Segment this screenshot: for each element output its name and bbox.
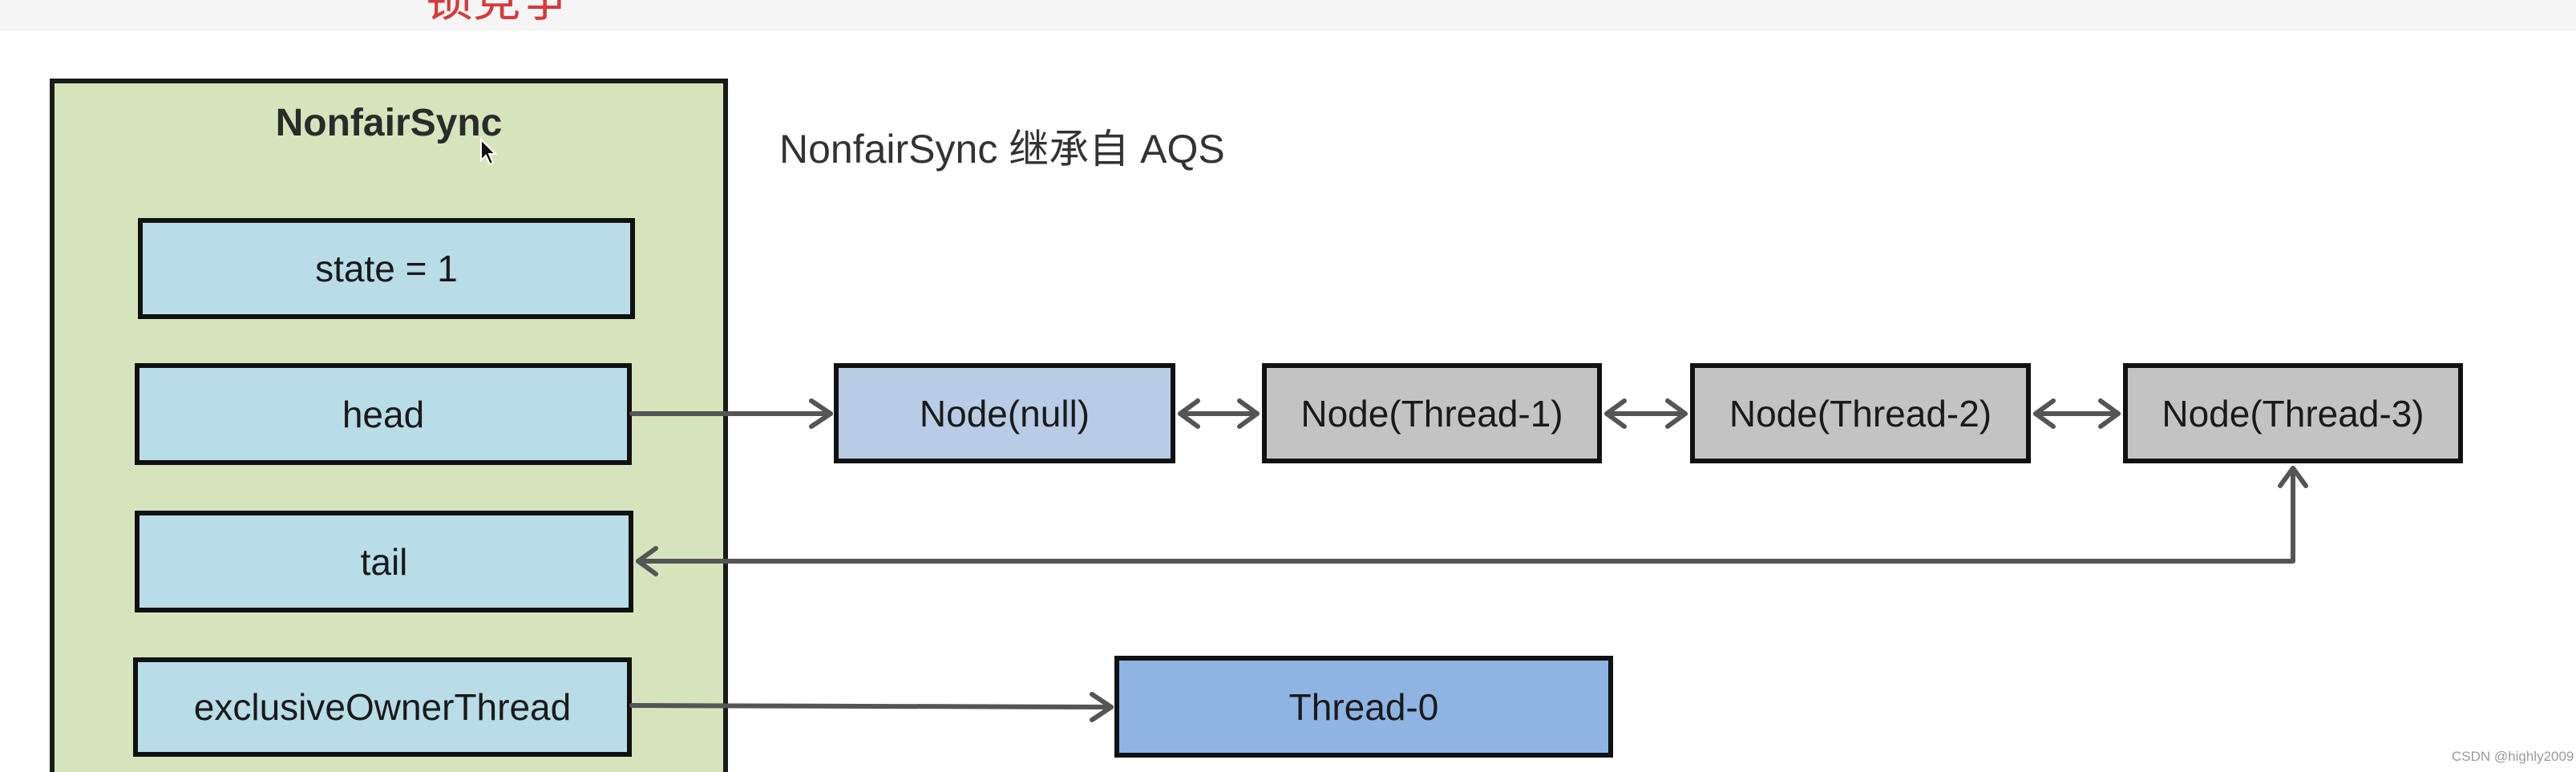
watermark: CSDN @highly2009 — [2452, 749, 2574, 764]
inheritance-caption: NonfairSync 继承自 AQS — [779, 127, 1225, 172]
tail-arrowhead — [636, 546, 658, 576]
exclusive-owner-thread-field: exclusiveOwnerThread — [133, 657, 632, 757]
slide-title-fragment: 锁竞争 — [425, 0, 569, 24]
owner-to-thread0-arrowhead — [1090, 692, 1114, 722]
node-thread3-arrowhead — [2278, 466, 2308, 488]
head-field: head — [135, 363, 632, 465]
top-bar: 锁竞争 — [0, 0, 2576, 30]
tail-field: tail — [135, 511, 633, 612]
queue-node-thread-3: Node(Thread-3) — [2123, 363, 2463, 463]
state-field: state = 1 — [138, 218, 635, 319]
queue-node-null: Node(null) — [834, 363, 1175, 463]
tail-to-node-thread3-arrow — [636, 466, 2295, 564]
queue-node-thread-2: Node(Thread-2) — [1690, 363, 2031, 463]
head-to-node-null-arrowhead — [809, 398, 833, 429]
nonfairsync-title: NonfairSync — [275, 102, 503, 144]
queue-node-thread-1: Node(Thread-1) — [1262, 363, 1602, 463]
owner-to-thread0-arrow — [629, 703, 1114, 709]
owner-thread-0: Thread-0 — [1114, 656, 1613, 758]
mouse-pointer-icon — [480, 138, 498, 166]
